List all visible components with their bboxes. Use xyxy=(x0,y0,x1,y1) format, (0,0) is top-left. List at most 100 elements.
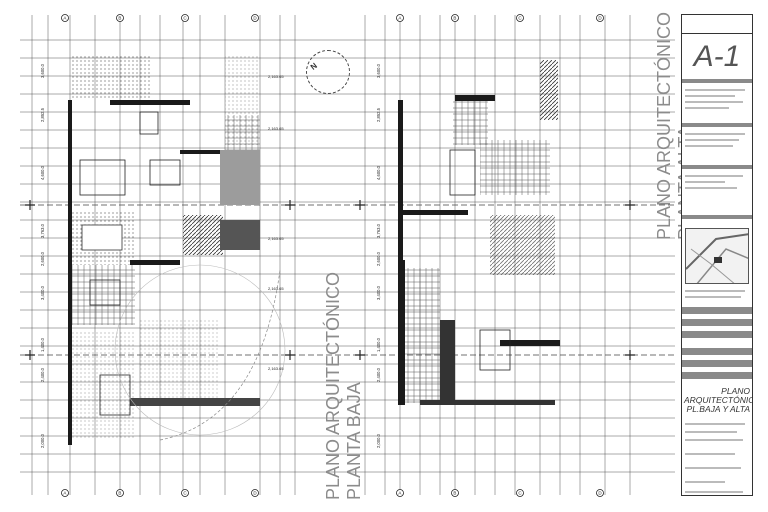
axis-letter: A xyxy=(398,491,401,496)
bed-upper xyxy=(479,329,511,371)
band xyxy=(682,123,752,127)
dimension-left: 3,763.0 xyxy=(40,223,45,238)
text-line xyxy=(685,139,739,141)
axis-letter: A xyxy=(63,491,66,496)
wall xyxy=(455,95,495,101)
axis-bubble xyxy=(516,489,524,497)
axis-bubble xyxy=(116,489,124,497)
text-line xyxy=(685,467,741,469)
axis-cross xyxy=(625,200,635,210)
wall xyxy=(420,400,555,405)
axis-letter: D xyxy=(598,491,602,496)
axis-bubble xyxy=(596,489,604,497)
axis-bubble xyxy=(251,489,259,497)
axis-bubble xyxy=(396,14,404,22)
arc-guide xyxy=(114,264,286,436)
dimension-right: 3,763.0 xyxy=(376,223,381,238)
title-vertical-left: PLANO ARQUITECTÓNICO PLANTA BAJA xyxy=(323,272,365,500)
grid-axis-labels: 3,600.0 2,852.5 4,600.0 3,763.0 2,600.0 3,400… xyxy=(25,14,635,497)
pool xyxy=(81,224,123,251)
band xyxy=(682,79,752,83)
wall xyxy=(398,210,468,215)
title-block: A-1 PLANO ARQUITECTÓNICO PL.BAJA Y ALTA xyxy=(681,14,753,496)
stair-upper xyxy=(540,60,558,120)
band xyxy=(682,215,752,219)
axis-cross xyxy=(355,350,365,360)
wall xyxy=(130,398,260,406)
location-map xyxy=(685,228,749,284)
tiled-terrace xyxy=(225,115,260,150)
column-block xyxy=(220,220,260,250)
patio-area xyxy=(70,55,150,100)
axis-letter: C xyxy=(518,16,522,21)
axis-letter: D xyxy=(253,491,257,496)
axis-letter: C xyxy=(183,491,187,496)
title-left-line1: PLANO ARQUITECTÓNICO xyxy=(323,271,343,500)
axis-letter: A xyxy=(63,16,66,21)
dining-tiled xyxy=(70,265,135,325)
axis-bubble xyxy=(451,489,459,497)
wall xyxy=(398,100,403,265)
band xyxy=(682,372,752,379)
axis-cross xyxy=(625,350,635,360)
band xyxy=(682,348,752,355)
wall xyxy=(180,150,220,154)
text-line xyxy=(685,296,741,298)
axis-bubble xyxy=(516,14,524,22)
axis-letter: A xyxy=(398,16,401,21)
axis-letter: B xyxy=(453,16,456,21)
dimension-right: 3,400.0 xyxy=(376,285,381,300)
dimension-mid: 2,163.65 xyxy=(268,286,284,291)
axis-letter: D xyxy=(253,16,257,21)
plan-title-line1: PLANO xyxy=(721,386,750,396)
text-line xyxy=(685,481,725,483)
stair-ground xyxy=(183,215,223,255)
axis-bubble xyxy=(61,14,69,22)
north-compass xyxy=(306,50,350,94)
dimension-left: 4,600.0 xyxy=(40,165,45,180)
axis-cross xyxy=(25,350,35,360)
dimension-right: 2,600.0 xyxy=(376,251,381,266)
text-line xyxy=(685,145,733,147)
text-line xyxy=(685,175,743,177)
dining-table xyxy=(79,159,126,196)
axis-cross xyxy=(285,350,295,360)
title-right-line1: PLANO ARQUITECTÓNICO xyxy=(654,11,674,240)
upper-tiled xyxy=(400,268,440,403)
text-line xyxy=(685,439,743,441)
axis-letter: C xyxy=(518,491,522,496)
dimension-right: 2,400.0 xyxy=(376,367,381,382)
axis-bubble xyxy=(596,14,604,22)
dimension-right: 2,852.5 xyxy=(376,107,381,122)
garage-area xyxy=(140,320,220,400)
text-line xyxy=(685,181,725,183)
dimension-right: 3,600.0 xyxy=(376,63,381,78)
band xyxy=(682,331,752,338)
ground-floor-plan xyxy=(68,55,286,445)
axis-bubble xyxy=(451,14,459,22)
table xyxy=(89,279,121,306)
band xyxy=(682,360,752,367)
band xyxy=(682,165,752,169)
axis-bubble xyxy=(116,14,124,22)
planter xyxy=(220,150,260,205)
axis-bubble xyxy=(181,14,189,22)
band xyxy=(682,319,752,326)
axis-letter: B xyxy=(453,491,456,496)
text-line xyxy=(685,431,737,433)
text-line xyxy=(685,95,735,97)
text-line xyxy=(685,89,745,91)
dimension-mid: 2,163.65 xyxy=(268,366,284,371)
bathroom-upper xyxy=(453,100,488,145)
axis-cross xyxy=(25,200,35,210)
dimension-left: 2,400.0 xyxy=(40,367,45,382)
axis-cross xyxy=(285,200,295,210)
axis-bubble xyxy=(181,489,189,497)
axis-bubble xyxy=(251,14,259,22)
text-line xyxy=(685,133,745,135)
wall xyxy=(500,340,560,346)
axis-bubble xyxy=(396,489,404,497)
axis-letter: D xyxy=(598,16,602,21)
axis-letter: B xyxy=(118,491,121,496)
text-line xyxy=(685,187,737,189)
